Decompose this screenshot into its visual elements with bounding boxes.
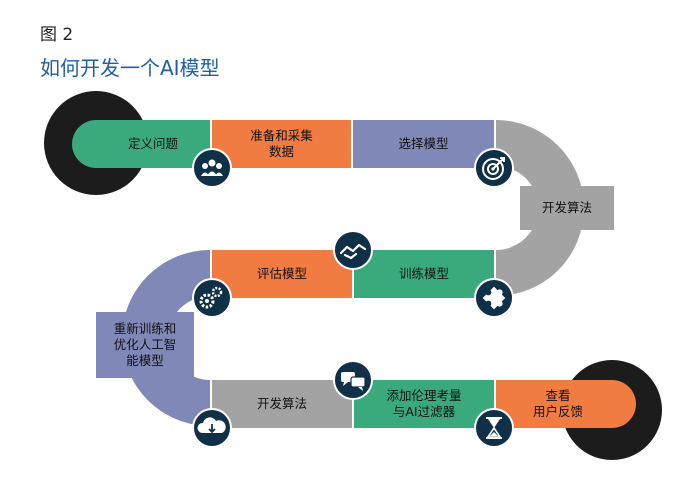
step-prepare-collect-data: 准备和采集 数据 [212, 120, 351, 168]
segment-train-model [354, 250, 494, 298]
box-develop-algorithm [520, 186, 614, 230]
step-retrain-line2: 优化人工智 [113, 337, 177, 352]
gears-icon [192, 278, 232, 318]
segment-select-model [353, 120, 494, 168]
segment-ethics [354, 380, 494, 428]
figure-title: 如何开发一个AI模型 [40, 56, 220, 80]
step-develop-algorithm-2: 开发算法 [256, 396, 307, 411]
step-add-ethics: 添加伦理考量 与AI过滤器 [354, 380, 494, 428]
step-review-line1: 查看 [545, 388, 571, 403]
team-icon [192, 148, 232, 188]
target-icon [474, 148, 514, 188]
step-develop-algorithm: 开发算法 [541, 200, 592, 215]
step-train-model: 训练模型 [398, 266, 449, 281]
chat-icon [333, 360, 373, 400]
cloud-sync-icon [192, 408, 232, 448]
figure-label: 图 2 [40, 25, 74, 45]
segment-review-feedback [496, 380, 636, 428]
step-retrain-optimize: 重新训练和 优化人工智 能模型 [96, 312, 194, 378]
segment-prepare-data [212, 120, 351, 168]
hourglass-icon [474, 408, 514, 448]
step-retrain-line3: 能模型 [126, 353, 164, 368]
step-ethics-line2: 与AI过滤器 [392, 404, 456, 419]
segment-define-problem [72, 120, 210, 168]
step-prepare-collect-line1: 准备和采集 [250, 128, 313, 143]
handshake-icon [333, 230, 373, 270]
box-retrain [96, 312, 194, 378]
step-ethics-line1: 添加伦理考量 [386, 388, 462, 403]
segment-develop-algorithm-2 [212, 380, 352, 428]
step-select-model: 选择模型 [398, 136, 449, 151]
segment-evaluate-model [212, 250, 352, 298]
step-evaluate-model: 评估模型 [256, 266, 307, 281]
puzzle-icon [474, 278, 514, 318]
step-retrain-line1: 重新训练和 [113, 321, 177, 336]
step-prepare-collect-line2: 数据 [268, 144, 294, 159]
step-review-feedback: 查看 用户反馈 [508, 380, 608, 428]
step-review-line2: 用户反馈 [532, 404, 583, 419]
step-define-problem: 定义问题 [127, 136, 178, 151]
